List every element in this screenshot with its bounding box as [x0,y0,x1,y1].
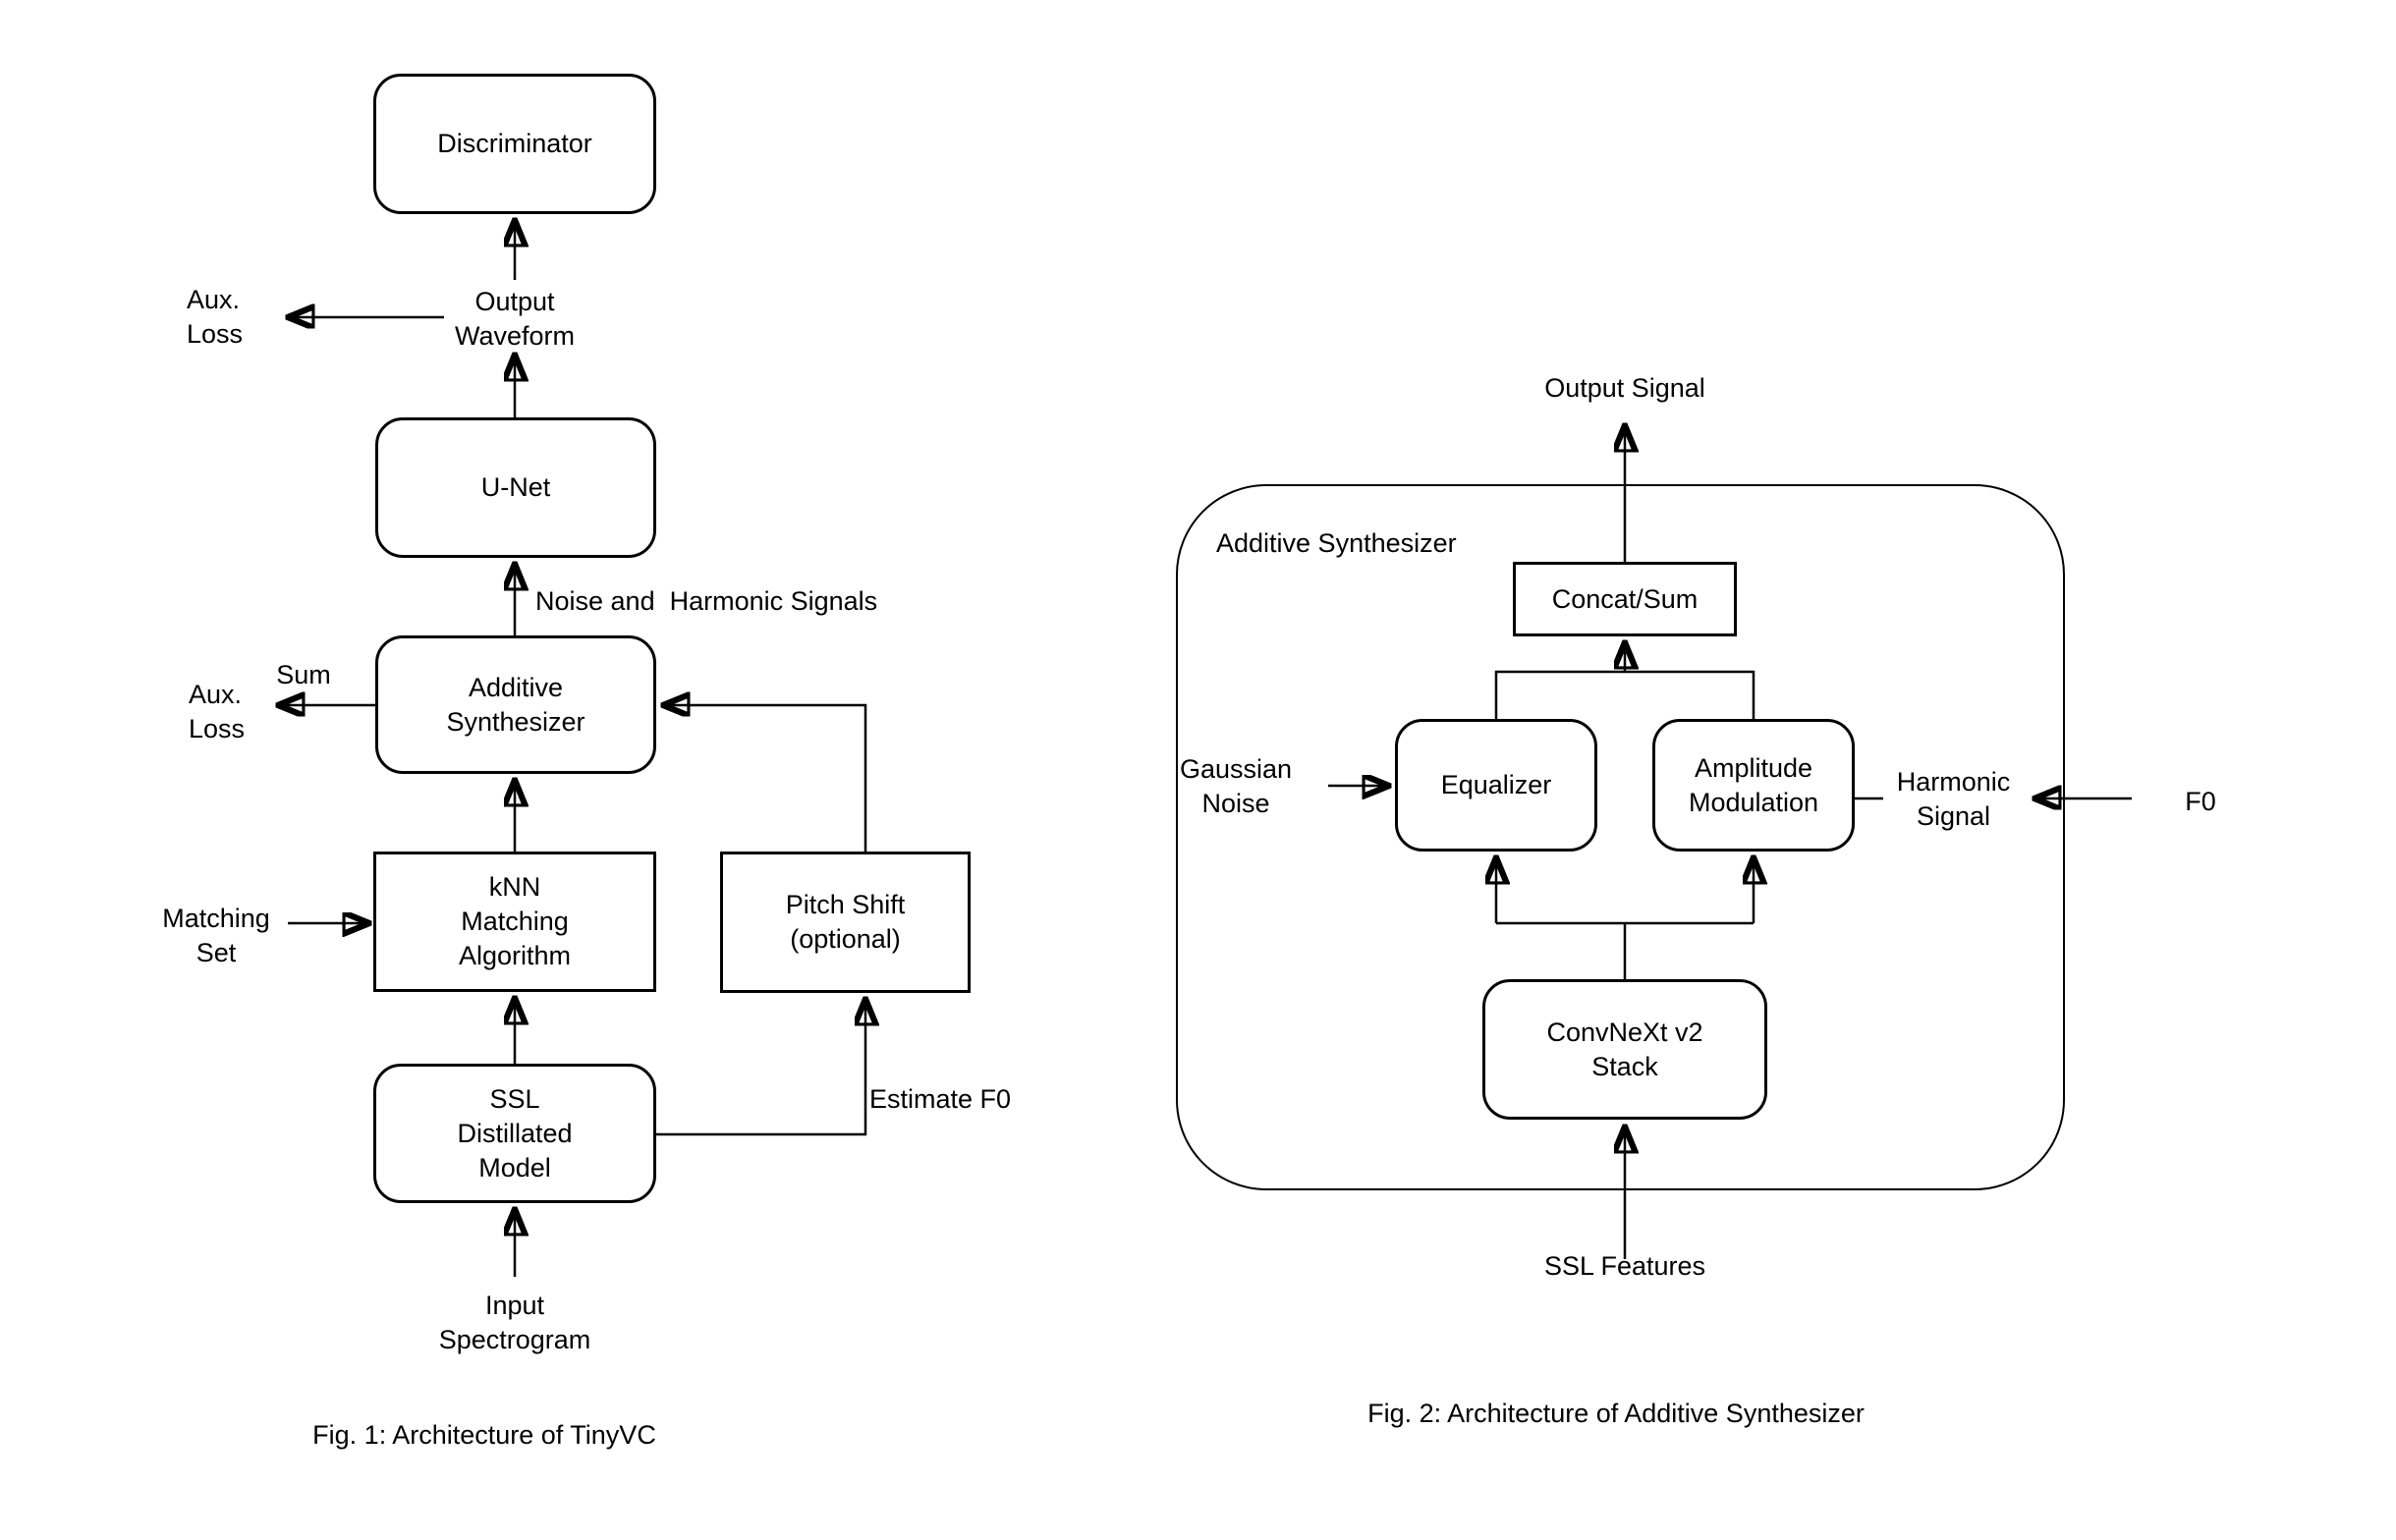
figure2-caption: Fig. 2: Architecture of Additive Synthes… [1367,1399,1865,1428]
arrow-ssl-to-pitch-shift-icon [656,999,865,1136]
ssl-distillated-model-box: SSL Distillated Model [373,1064,656,1203]
pitch-shift-box: Pitch Shift (optional) [720,852,971,993]
amplitude-modulation-box: Amplitude Modulation [1652,719,1855,852]
ssl-features-label: SSL Features [1543,1251,1706,1281]
unet-box: U-Net [375,417,656,558]
additive-synthesizer-box: Additive Synthesizer [375,635,656,774]
harmonic-signal-label: Harmonic Signal [1896,767,2011,831]
output-signal-label: Output Signal [1544,373,1705,403]
f0-label: F0 [2185,787,2216,816]
aux-loss-label-mid: Aux. Loss [189,680,246,743]
concat-sum-box: Concat/Sum [1513,562,1737,636]
gaussian-noise-label: Gaussian Noise [1179,754,1293,818]
line-upper-merge-icon [1494,670,1755,719]
sum-label: Sum [276,660,331,689]
aux-loss-label-top: Aux. Loss [187,285,244,349]
additive-synthesizer-container-label: Additive Synthesizer [1216,528,1457,558]
convnext-v2-stack-box: ConvNeXt v2 Stack [1482,979,1767,1120]
arrow-pitch-shift-to-synth-icon [663,705,867,852]
noise-harmonic-signals-label: Noise and Harmonic Signals [535,586,878,616]
input-spectrogram-label: Input Spectrogram [438,1291,591,1354]
matching-set-label: Matching Set [162,904,270,967]
estimate-f0-label: Estimate F0 [869,1084,1012,1114]
output-waveform-label: Output Waveform [454,287,575,351]
knn-matching-algorithm-box: kNN Matching Algorithm [373,852,656,992]
discriminator-box: Discriminator [373,74,656,214]
figure1-caption: Fig. 1: Architecture of TinyVC [312,1420,656,1450]
equalizer-box: Equalizer [1395,719,1597,852]
